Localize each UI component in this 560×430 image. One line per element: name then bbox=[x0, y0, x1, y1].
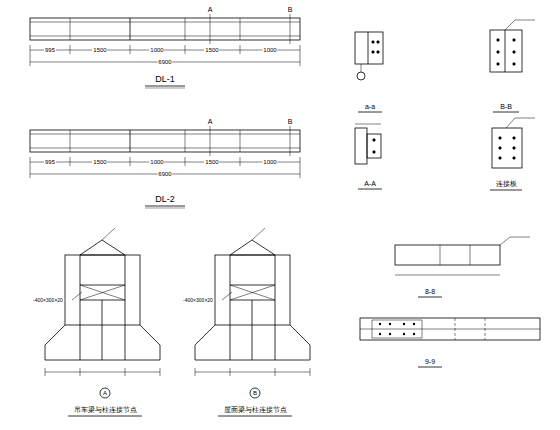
detail-caption: 吊车梁与柱连接节点 bbox=[73, 406, 138, 413]
beam-title: DL-1 bbox=[154, 75, 176, 84]
dimension: 1000 bbox=[262, 159, 277, 165]
detail-caption: 屋面梁与柱连接节点 bbox=[223, 406, 288, 413]
plate-title: 连接板 bbox=[495, 180, 518, 187]
plate-spec: -400×300×20 bbox=[32, 298, 64, 303]
plate-spec: -400×300×20 bbox=[182, 298, 214, 303]
dimension: 6900 bbox=[157, 59, 172, 65]
dimension: 1500 bbox=[204, 159, 219, 165]
dimension: 6900 bbox=[157, 171, 172, 177]
beam-title: DL-2 bbox=[154, 195, 176, 204]
section-mark: B bbox=[287, 118, 294, 125]
dimension: 1000 bbox=[149, 47, 164, 53]
section-title: 8-8 bbox=[424, 288, 436, 295]
dimension: 995 bbox=[44, 159, 56, 165]
section-mark: B bbox=[287, 6, 294, 13]
section-title: A-A bbox=[363, 180, 377, 187]
detail-mark: A bbox=[102, 390, 108, 396]
detail-mark: B bbox=[252, 390, 258, 396]
section-title: B-B bbox=[499, 103, 513, 110]
dimension: 1500 bbox=[204, 47, 219, 53]
dimension: 995 bbox=[44, 47, 56, 53]
section-mark: A bbox=[207, 6, 214, 13]
dimension: 1500 bbox=[92, 47, 107, 53]
dimension: 1000 bbox=[149, 159, 164, 165]
dimension: 1500 bbox=[92, 159, 107, 165]
dimension: 1000 bbox=[262, 47, 277, 53]
section-title: 9-9 bbox=[424, 358, 436, 365]
section-title: a-a bbox=[364, 103, 376, 110]
section-mark: A bbox=[207, 118, 214, 125]
